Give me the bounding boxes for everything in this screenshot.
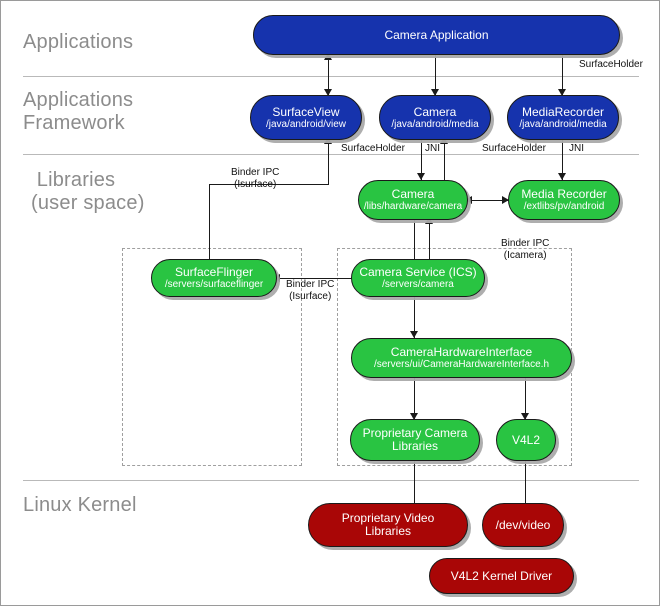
node-subtitle: /java/android/media — [391, 118, 479, 130]
node-surfaceview[interactable]: SurfaceView /java/android/view — [250, 95, 362, 140]
node-subtitle: /java/android/view — [265, 118, 347, 130]
node-camera-hardware-interface[interactable]: CameraHardwareInterface /servers/ui/Came… — [351, 338, 572, 378]
arrowhead-down-media-recorder-lib — [558, 173, 566, 180]
node-title: V4L2 — [511, 432, 541, 447]
arrowhead-up-camera-java — [440, 137, 448, 144]
edge-label-surfaceholder-camera-java: SurfaceHolder — [341, 143, 405, 154]
arrowhead-up-app — [324, 53, 332, 60]
node-title: /dev/video — [495, 517, 551, 532]
layer-label-applications: Applications — [23, 31, 134, 53]
arrowhead-down-camera-lib — [417, 173, 425, 180]
edge-label-surfaceholder-app: SurfaceHolder — [579, 59, 643, 70]
node-subtitle: /extlibs/pv/android — [523, 201, 605, 212]
edge-chi-to-proprietary-camera — [414, 377, 415, 419]
edge-camera-lib-to-service — [414, 220, 415, 266]
node-proprietary-video-libraries[interactable]: Proprietary Video Libraries — [308, 503, 468, 547]
node-subtitle: Libraries — [364, 524, 412, 538]
edge-binder-isurface-horiz — [209, 184, 329, 185]
node-title: V4L2 Kernel Driver — [450, 568, 553, 583]
node-title: SurfaceFlinger — [174, 265, 254, 279]
node-dev-video[interactable]: /dev/video — [482, 503, 564, 547]
edge-surfaceview-binder-vert — [328, 140, 329, 185]
edge-label-binder-ipc-isurface-service: Binder IPC (Isurface) — [286, 279, 335, 302]
edge-service-to-chi — [414, 294, 415, 338]
node-proprietary-camera-libraries[interactable]: Proprietary Camera Libraries — [350, 419, 480, 461]
arrowhead-right-media-recorder-lib — [502, 196, 509, 204]
edge-mediarecorder-down — [562, 140, 563, 180]
edge-proprietary-camera-to-video — [414, 459, 415, 509]
node-title: MediaRecorder — [521, 104, 605, 119]
node-camera-application[interactable]: Camera Application — [253, 15, 620, 55]
node-title: Camera Application — [384, 27, 489, 42]
node-title: Media Recorder — [521, 187, 607, 201]
edge-camera-java-down — [421, 140, 422, 180]
edge-service-to-surfaceflinger — [276, 278, 354, 279]
divider-framework — [23, 154, 639, 155]
layer-label-linux-kernel: Linux Kernel — [23, 494, 137, 516]
node-subtitle: /java/android/media — [519, 118, 607, 130]
arrowhead-down-v4l2 — [521, 413, 529, 420]
node-camera-service[interactable]: Camera Service (ICS) /servers/camera — [351, 259, 485, 297]
arrowhead-down-mediarecorder — [558, 89, 566, 96]
edge-app-camera-java — [435, 55, 436, 95]
node-camera-java[interactable]: Camera /java/android/media — [379, 95, 491, 140]
edge-jni-camera-up — [444, 140, 445, 180]
node-title: Proprietary Video — [341, 511, 435, 525]
node-subtitle: Libraries — [391, 439, 439, 453]
edge-label-jni-camera-java: JNI — [425, 143, 440, 154]
edge-v4l2-to-dev-video — [525, 459, 526, 509]
edge-app-surfaceview — [328, 55, 329, 95]
edge-binder-isurface-down — [209, 184, 210, 266]
arrowhead-down-camera-java — [431, 89, 439, 96]
edge-label-binder-ipc-icamera: Binder IPC (Icamera) — [501, 238, 550, 261]
node-camera-lib[interactable]: Camera /libs/hardware/camera — [358, 180, 468, 220]
node-v4l2[interactable]: V4L2 — [496, 419, 556, 461]
node-subtitle: /servers/surfaceflinger — [164, 279, 264, 290]
arrowhead-left-camera-lib — [465, 196, 472, 204]
edge-label-surfaceholder-mediarecorder: SurfaceHolder — [482, 143, 546, 154]
arrowhead-down-surfaceview — [324, 89, 332, 96]
arrowhead-down-chi — [410, 331, 418, 338]
node-subtitle: /servers/camera — [382, 279, 454, 290]
node-title: CameraHardwareInterface — [390, 345, 533, 359]
node-title: Camera — [413, 104, 457, 119]
arrowhead-up-surfaceview-binder — [324, 137, 332, 144]
surfaceflinger-group — [122, 248, 302, 466]
edge-chi-to-v4l2 — [525, 377, 526, 419]
node-title: Proprietary Camera — [362, 426, 468, 440]
edge-app-mediarecorder — [562, 55, 563, 95]
node-title: Camera — [391, 187, 435, 201]
node-surfaceflinger[interactable]: SurfaceFlinger /servers/surfaceflinger — [151, 259, 277, 297]
node-subtitle: /libs/hardware/camera — [363, 201, 463, 212]
divider-libraries — [23, 480, 639, 481]
arrowhead-up-camera-lib — [425, 217, 433, 224]
edge-label-binder-ipc-isurface-top: Binder IPC (Isurface) — [231, 167, 280, 190]
divider-applications — [23, 76, 639, 77]
edge-service-to-camera-lib — [429, 220, 430, 266]
layer-label-applications-framework: Applications Framework — [23, 89, 134, 134]
node-v4l2-kernel-driver[interactable]: V4L2 Kernel Driver — [429, 558, 574, 594]
arrowhead-down-proprietary-camera — [410, 413, 418, 420]
edge-label-jni-mediarecorder: JNI — [569, 143, 584, 154]
node-media-recorder-lib[interactable]: Media Recorder /extlibs/pv/android — [508, 180, 620, 220]
node-title: Camera Service (ICS) — [359, 265, 477, 279]
edge-camera-mediarecorder-lib — [467, 200, 509, 201]
node-subtitle: /servers/ui/CameraHardwareInterface.h — [373, 359, 550, 370]
layer-label-libraries: Libraries (user space) — [31, 169, 145, 214]
node-title: SurfaceView — [272, 104, 340, 119]
node-mediarecorder[interactable]: MediaRecorder /java/android/media — [507, 95, 619, 140]
